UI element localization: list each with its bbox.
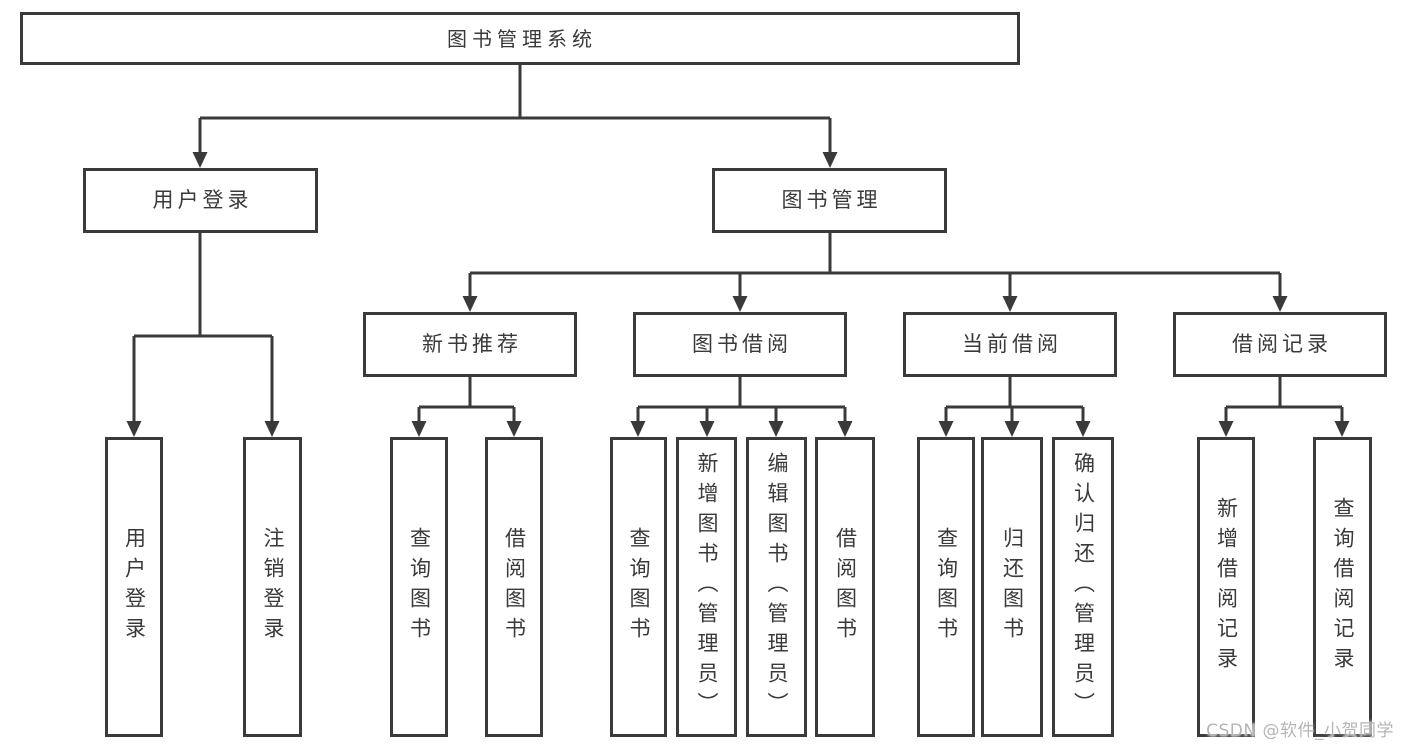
- leaf-label: 确认归还（管理员）: [1071, 452, 1096, 722]
- node-label: 图书管理: [781, 188, 882, 212]
- leaf-query-books-2: 查询图书: [610, 437, 667, 737]
- node-book-management: 图书管理: [712, 168, 947, 233]
- arrow-down-icon: [1002, 296, 1018, 312]
- node-label: 新书推荐: [422, 332, 522, 356]
- node-root: 图书管理系统: [20, 12, 1020, 65]
- arrow-down-icon: [1218, 421, 1234, 437]
- leaf-add-book-admin: 新增图书（管理员）: [676, 437, 737, 737]
- leaf-borrow-books-1: 借阅图书: [485, 437, 543, 737]
- arrow-down-icon: [768, 421, 784, 437]
- leaf-label: 注销登录: [261, 527, 285, 647]
- watermark: CSDN @软件_小贺同学: [1206, 721, 1394, 741]
- node-new-book-recommend: 新书推荐: [363, 312, 577, 377]
- node-label: 借阅记录: [1232, 332, 1332, 356]
- leaf-query-books-1: 查询图书: [390, 437, 448, 737]
- leaf-query-books-3: 查询图书: [917, 437, 975, 737]
- arrow-down-icon: [411, 421, 427, 437]
- node-borrow-records: 借阅记录: [1173, 312, 1387, 377]
- leaf-label: 查询图书: [934, 527, 959, 647]
- arrow-down-icon: [462, 296, 478, 312]
- leaf-label: 用户登录: [122, 527, 147, 647]
- leaf-borrow-books-2: 借阅图书: [815, 437, 875, 737]
- arrow-down-icon: [1075, 421, 1091, 437]
- node-label: 当前借阅: [962, 332, 1062, 356]
- leaf-label: 查询图书: [407, 527, 432, 647]
- leaf-label: 编辑图书（管理员）: [765, 452, 789, 722]
- leaf-add-borrow-record: 新增借阅记录: [1197, 437, 1255, 737]
- node-current-borrow: 当前借阅: [903, 312, 1117, 377]
- node-label: 图书借阅: [692, 332, 792, 356]
- arrow-down-icon: [732, 296, 748, 312]
- arrow-down-icon: [630, 421, 646, 437]
- arrow-down-icon: [837, 421, 853, 437]
- connector-user-login: [132, 233, 274, 421]
- arrow-down-icon: [822, 152, 838, 168]
- leaf-edit-book-admin: 编辑图书（管理员）: [746, 437, 807, 737]
- leaf-label: 借阅图书: [833, 527, 858, 647]
- leaf-logout: 注销登录: [243, 437, 302, 737]
- leaf-user-login: 用户登录: [105, 437, 163, 737]
- node-book-borrow: 图书借阅: [633, 312, 847, 377]
- leaf-label: 查询图书: [627, 527, 651, 647]
- arrow-down-icon: [699, 421, 715, 437]
- node-label: 图书管理系统: [447, 26, 597, 51]
- node-label: 用户登录: [152, 188, 253, 212]
- arrow-down-icon: [1004, 421, 1020, 437]
- leaf-label: 归还图书: [1000, 527, 1025, 647]
- leaf-confirm-return-admin: 确认归还（管理员）: [1052, 437, 1114, 737]
- arrowheads: [126, 152, 1350, 437]
- arrow-down-icon: [192, 152, 208, 168]
- node-user-login: 用户登录: [83, 168, 318, 233]
- leaf-label: 借阅图书: [502, 527, 527, 647]
- leaf-label: 查询借阅记录: [1331, 497, 1355, 677]
- connector-current-borrow: [944, 377, 1085, 421]
- arrow-down-icon: [264, 421, 280, 437]
- leaf-label: 新增图书（管理员）: [695, 452, 719, 722]
- arrow-down-icon: [126, 421, 142, 437]
- arrow-down-icon: [1272, 296, 1288, 312]
- connector-borrow-records: [1224, 377, 1344, 421]
- arrow-down-icon: [938, 421, 954, 437]
- arrow-down-icon: [1334, 421, 1350, 437]
- arrow-down-icon: [506, 421, 522, 437]
- connector-new-book-recommend: [417, 377, 516, 421]
- leaf-query-borrow-record: 查询借阅记录: [1313, 437, 1372, 737]
- connector-book-borrow: [636, 377, 847, 421]
- connector-root: [198, 65, 832, 152]
- leaf-label: 新增借阅记录: [1214, 497, 1239, 677]
- leaf-return-books: 归还图书: [981, 437, 1043, 737]
- connector-book-management: [468, 233, 1282, 296]
